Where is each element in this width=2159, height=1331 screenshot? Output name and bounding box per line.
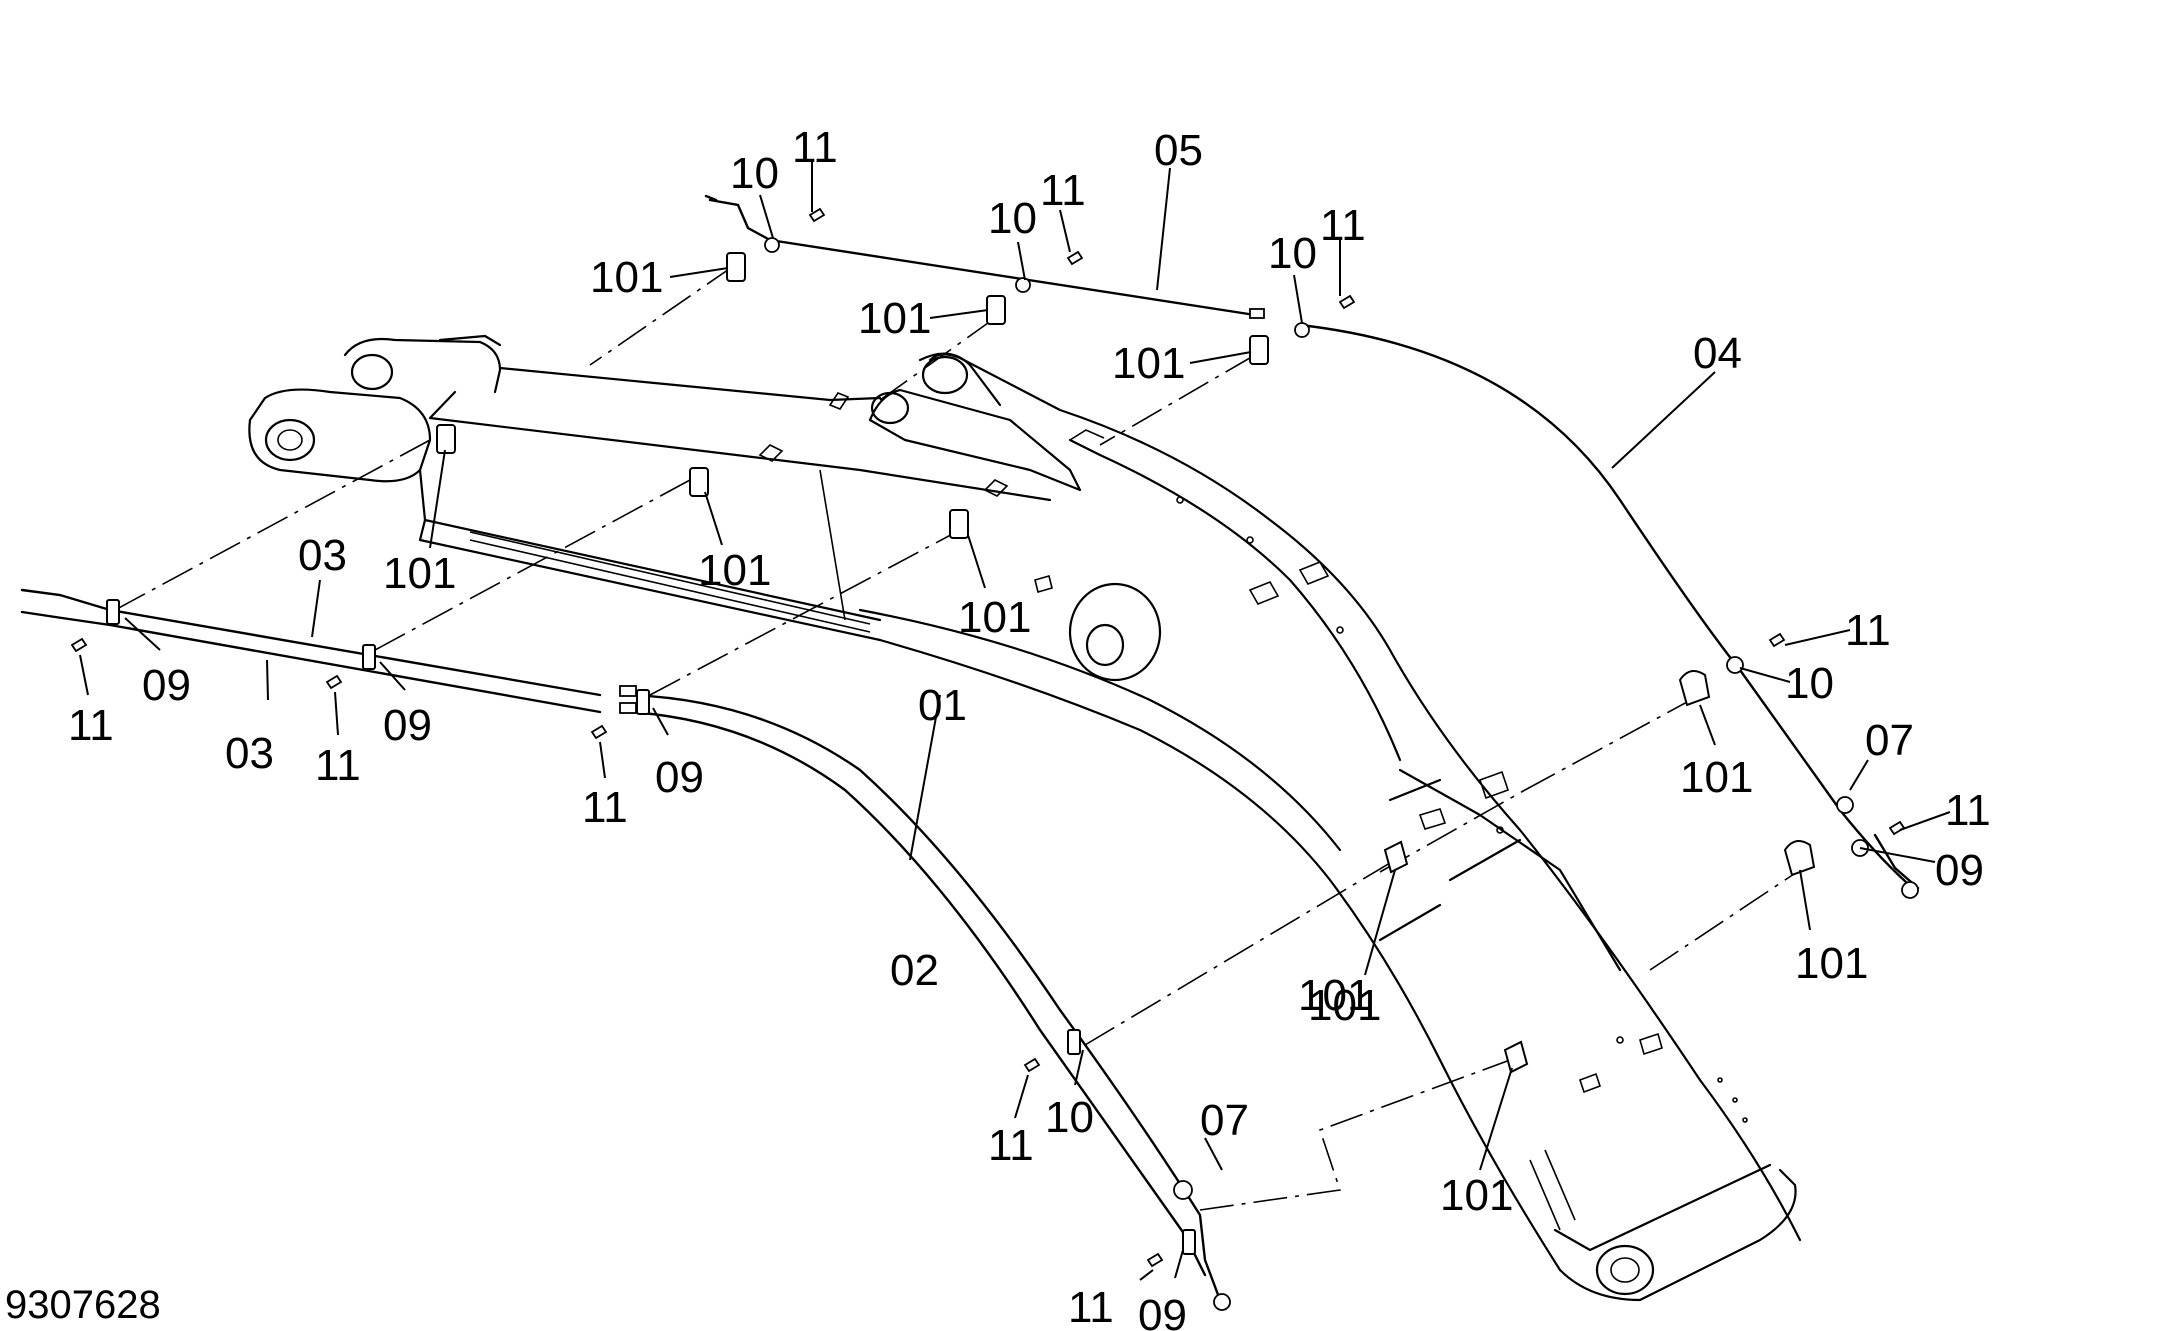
callout-label: 09 xyxy=(142,661,191,710)
callout-label: 101 xyxy=(1308,981,1381,1030)
callout-label: 10 xyxy=(988,194,1037,243)
callout-label: 101 xyxy=(383,549,456,598)
pipe-05 xyxy=(708,198,1257,317)
callout-label: 03 xyxy=(298,531,347,580)
callout-label: 07 xyxy=(1865,716,1914,765)
callout-label: 04 xyxy=(1693,329,1742,378)
callout-label: 11 xyxy=(1320,201,1366,250)
boom-structure xyxy=(248,334,1802,1302)
callout-label: 11 xyxy=(1040,166,1086,215)
callout-label: 101 xyxy=(1440,1171,1513,1220)
callout-label: 11 xyxy=(68,701,114,750)
callout-label: 101 xyxy=(1298,971,1371,1020)
callout-label: 10 xyxy=(730,149,779,198)
hydraulic-lines xyxy=(20,194,1920,1302)
callout-label: 02 xyxy=(890,946,939,995)
callout-label: 101 xyxy=(698,546,771,595)
callout-labels: 11 10 05 11 10 101 11 10 101 101 04 03 1… xyxy=(68,123,1991,1331)
callout-label: 01 xyxy=(918,681,967,730)
callout-label: 11 xyxy=(988,1121,1034,1170)
callout-label: 11 xyxy=(582,783,628,832)
callout-label: 101 xyxy=(858,294,931,343)
callout-label: 101 xyxy=(1112,339,1185,388)
callout-label: 09 xyxy=(1138,1291,1187,1331)
document-id: 9307628 xyxy=(5,1283,161,1327)
leader-lines xyxy=(79,162,1951,1281)
hose-02 xyxy=(628,710,1207,1277)
callout-label: 10 xyxy=(1268,229,1317,278)
hose-04 xyxy=(1298,323,1917,892)
callout-label: 10 xyxy=(1785,659,1834,708)
reference-lines xyxy=(114,264,1801,1211)
callout-label: 11 xyxy=(792,123,838,172)
callout-label: 09 xyxy=(1935,846,1984,895)
callout-label: 03 xyxy=(225,729,274,778)
callout-label: 05 xyxy=(1154,126,1203,175)
callout-label: 101 xyxy=(590,253,663,302)
callout-label: 11 xyxy=(1845,606,1891,655)
callout-label: 10 xyxy=(1045,1093,1094,1142)
callout-label: 101 xyxy=(958,593,1031,642)
callout-label: 101 xyxy=(1795,939,1868,988)
hose-01 xyxy=(628,693,1222,1302)
callout-label: 11 xyxy=(315,741,361,790)
callout-label: 11 xyxy=(1068,1283,1114,1331)
callout-label: 09 xyxy=(655,753,704,802)
pipe-03-upper xyxy=(20,588,602,697)
callout-label: 09 xyxy=(383,701,432,750)
callout-label: 11 xyxy=(1945,786,1991,835)
callout-label: 07 xyxy=(1200,1096,1249,1145)
callout-label: 101 xyxy=(1680,753,1753,802)
